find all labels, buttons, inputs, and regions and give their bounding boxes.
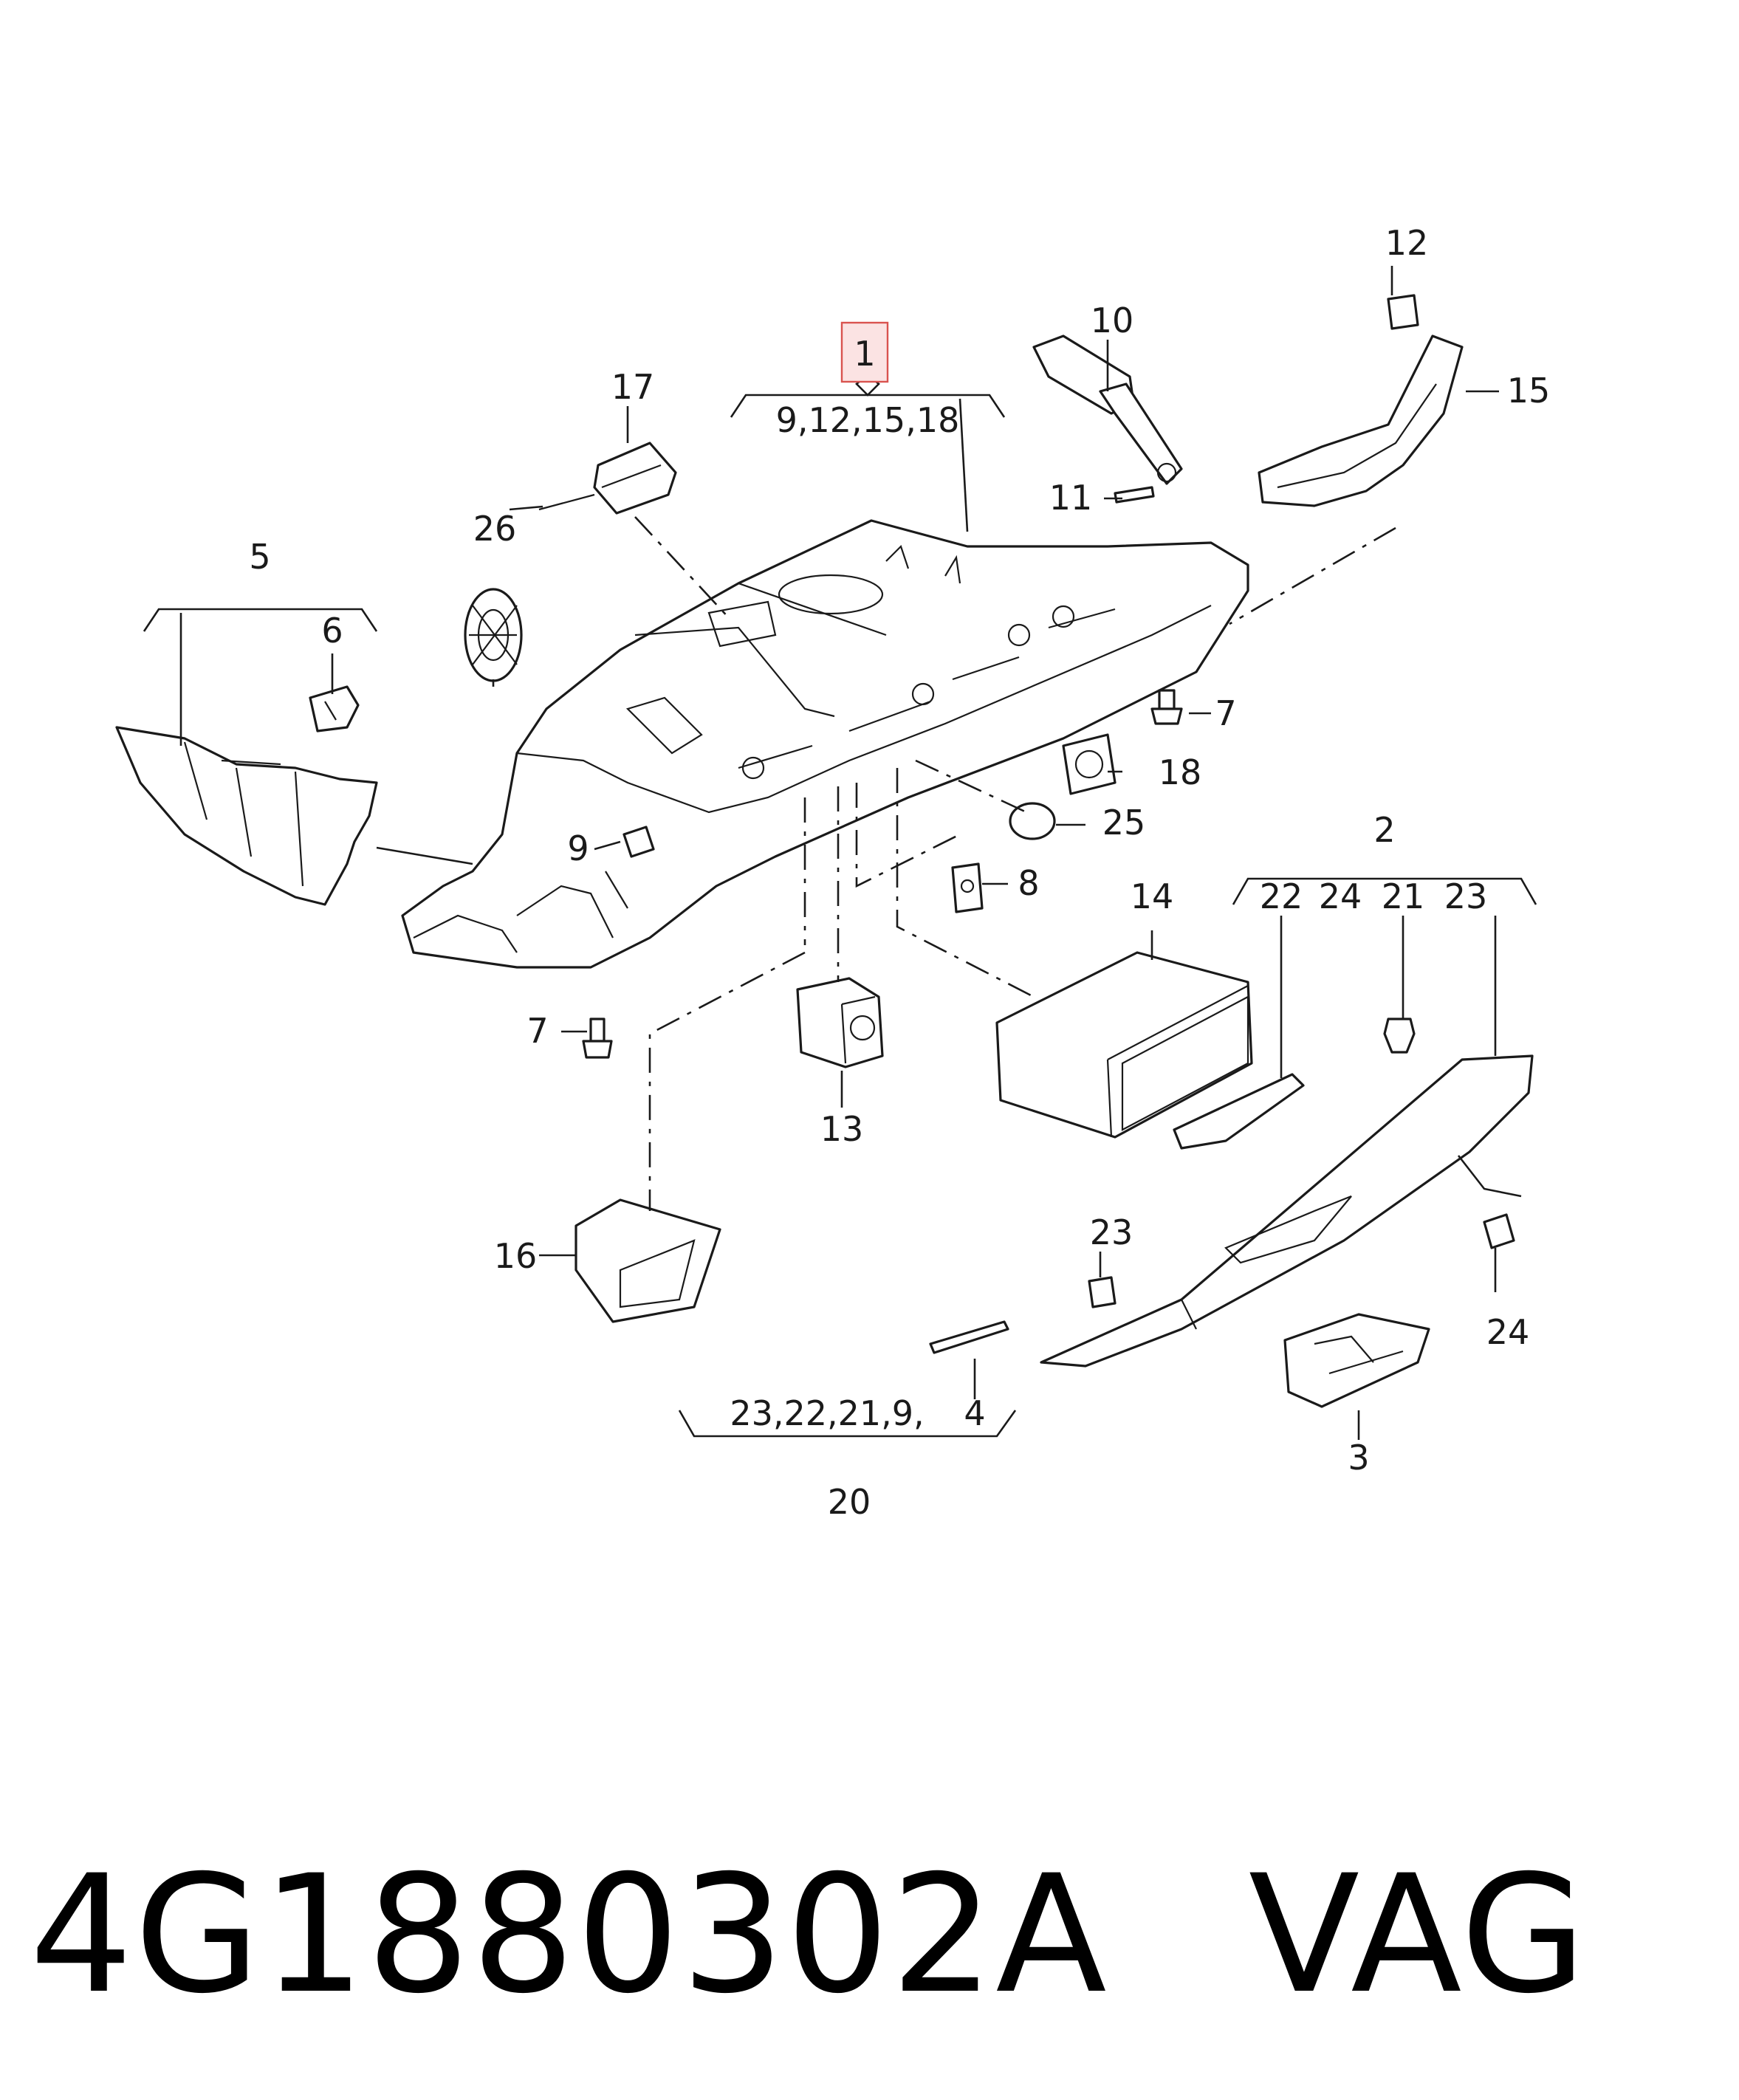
callout-7-lower: 7	[526, 1011, 548, 1051]
callout-5: 5	[249, 537, 270, 577]
leader-lines	[143, 266, 1537, 1440]
part-23-clip	[1088, 1276, 1117, 1308]
callout-9: 9	[567, 828, 589, 868]
part-18-lock-insert	[1062, 733, 1117, 795]
callout-2-23: 23	[1444, 876, 1488, 916]
callout-6: 6	[321, 611, 343, 651]
part-12-clip	[1387, 294, 1419, 330]
callout-12: 12	[1385, 223, 1429, 263]
callout-labels: 1 9,12,15,18 2 22 24 21 23 3 4 5 6 7 7 8…	[249, 223, 1550, 1522]
callout-7-upper: 7	[1215, 693, 1236, 733]
callout-18: 18	[1159, 752, 1202, 792]
part-22-bracket	[1173, 1073, 1305, 1150]
callout-11: 11	[1049, 478, 1093, 518]
part-7-screw-lower	[582, 1018, 613, 1059]
part-5-side-trim	[115, 726, 378, 906]
callout-1: 1	[854, 334, 875, 374]
part-14-storage-tray	[995, 951, 1253, 1139]
callout-13: 13	[820, 1109, 864, 1149]
part-16-pocket	[574, 1198, 721, 1323]
callout-20: 20	[828, 1482, 871, 1522]
callout-14: 14	[1131, 876, 1174, 916]
part-13-switch	[796, 977, 884, 1068]
callout-20-sub: 23,22,21,9,	[730, 1393, 924, 1433]
part-6-clip	[309, 685, 360, 732]
part-4-pin	[929, 1320, 1009, 1354]
callout-26: 26	[473, 509, 517, 549]
part-9-clip	[622, 826, 655, 858]
callout-16: 16	[494, 1236, 538, 1276]
part-15-trim-strip	[1258, 334, 1464, 507]
part-1-glove-box-housing	[401, 519, 1249, 969]
dash-lines	[634, 516, 1396, 1211]
callout-25: 25	[1102, 803, 1146, 843]
part-10-damper	[1032, 334, 1183, 485]
callout-17: 17	[611, 367, 655, 407]
part-17-sensor	[509, 442, 677, 515]
part-11-pin	[1114, 486, 1155, 504]
part-21-buffer	[1383, 1018, 1416, 1054]
callout-1-sub: 9,12,15,18	[776, 400, 960, 440]
callout-8: 8	[1018, 863, 1039, 903]
callout-3: 3	[1348, 1438, 1369, 1478]
callout-2: 2	[1373, 810, 1395, 850]
callout-2-24: 24	[1319, 876, 1362, 916]
part-26-vent-grille	[464, 588, 523, 682]
callout-10: 10	[1091, 301, 1134, 340]
callout-1-highlight	[840, 321, 889, 383]
part-7-screw-upper	[1150, 689, 1183, 725]
part-25-cap	[1009, 802, 1056, 840]
callout-2-21: 21	[1382, 876, 1425, 916]
part-8-nut	[951, 862, 984, 913]
part-2-glove-box-lid	[1040, 1054, 1534, 1368]
part-24-wire-sensor	[1457, 1155, 1522, 1249]
part-3-latch-handle	[1283, 1313, 1430, 1408]
callout-4: 4	[964, 1393, 985, 1433]
callout-15: 15	[1507, 371, 1551, 411]
callout-23: 23	[1090, 1212, 1133, 1252]
part-caption: 4G1880302A VAG	[30, 1839, 1728, 2031]
brand-name: VAG	[1248, 1840, 1588, 2029]
part-number: 4G1880302A	[30, 1840, 1108, 2029]
callout-24: 24	[1486, 1312, 1530, 1352]
callout-2-22: 22	[1260, 876, 1303, 916]
